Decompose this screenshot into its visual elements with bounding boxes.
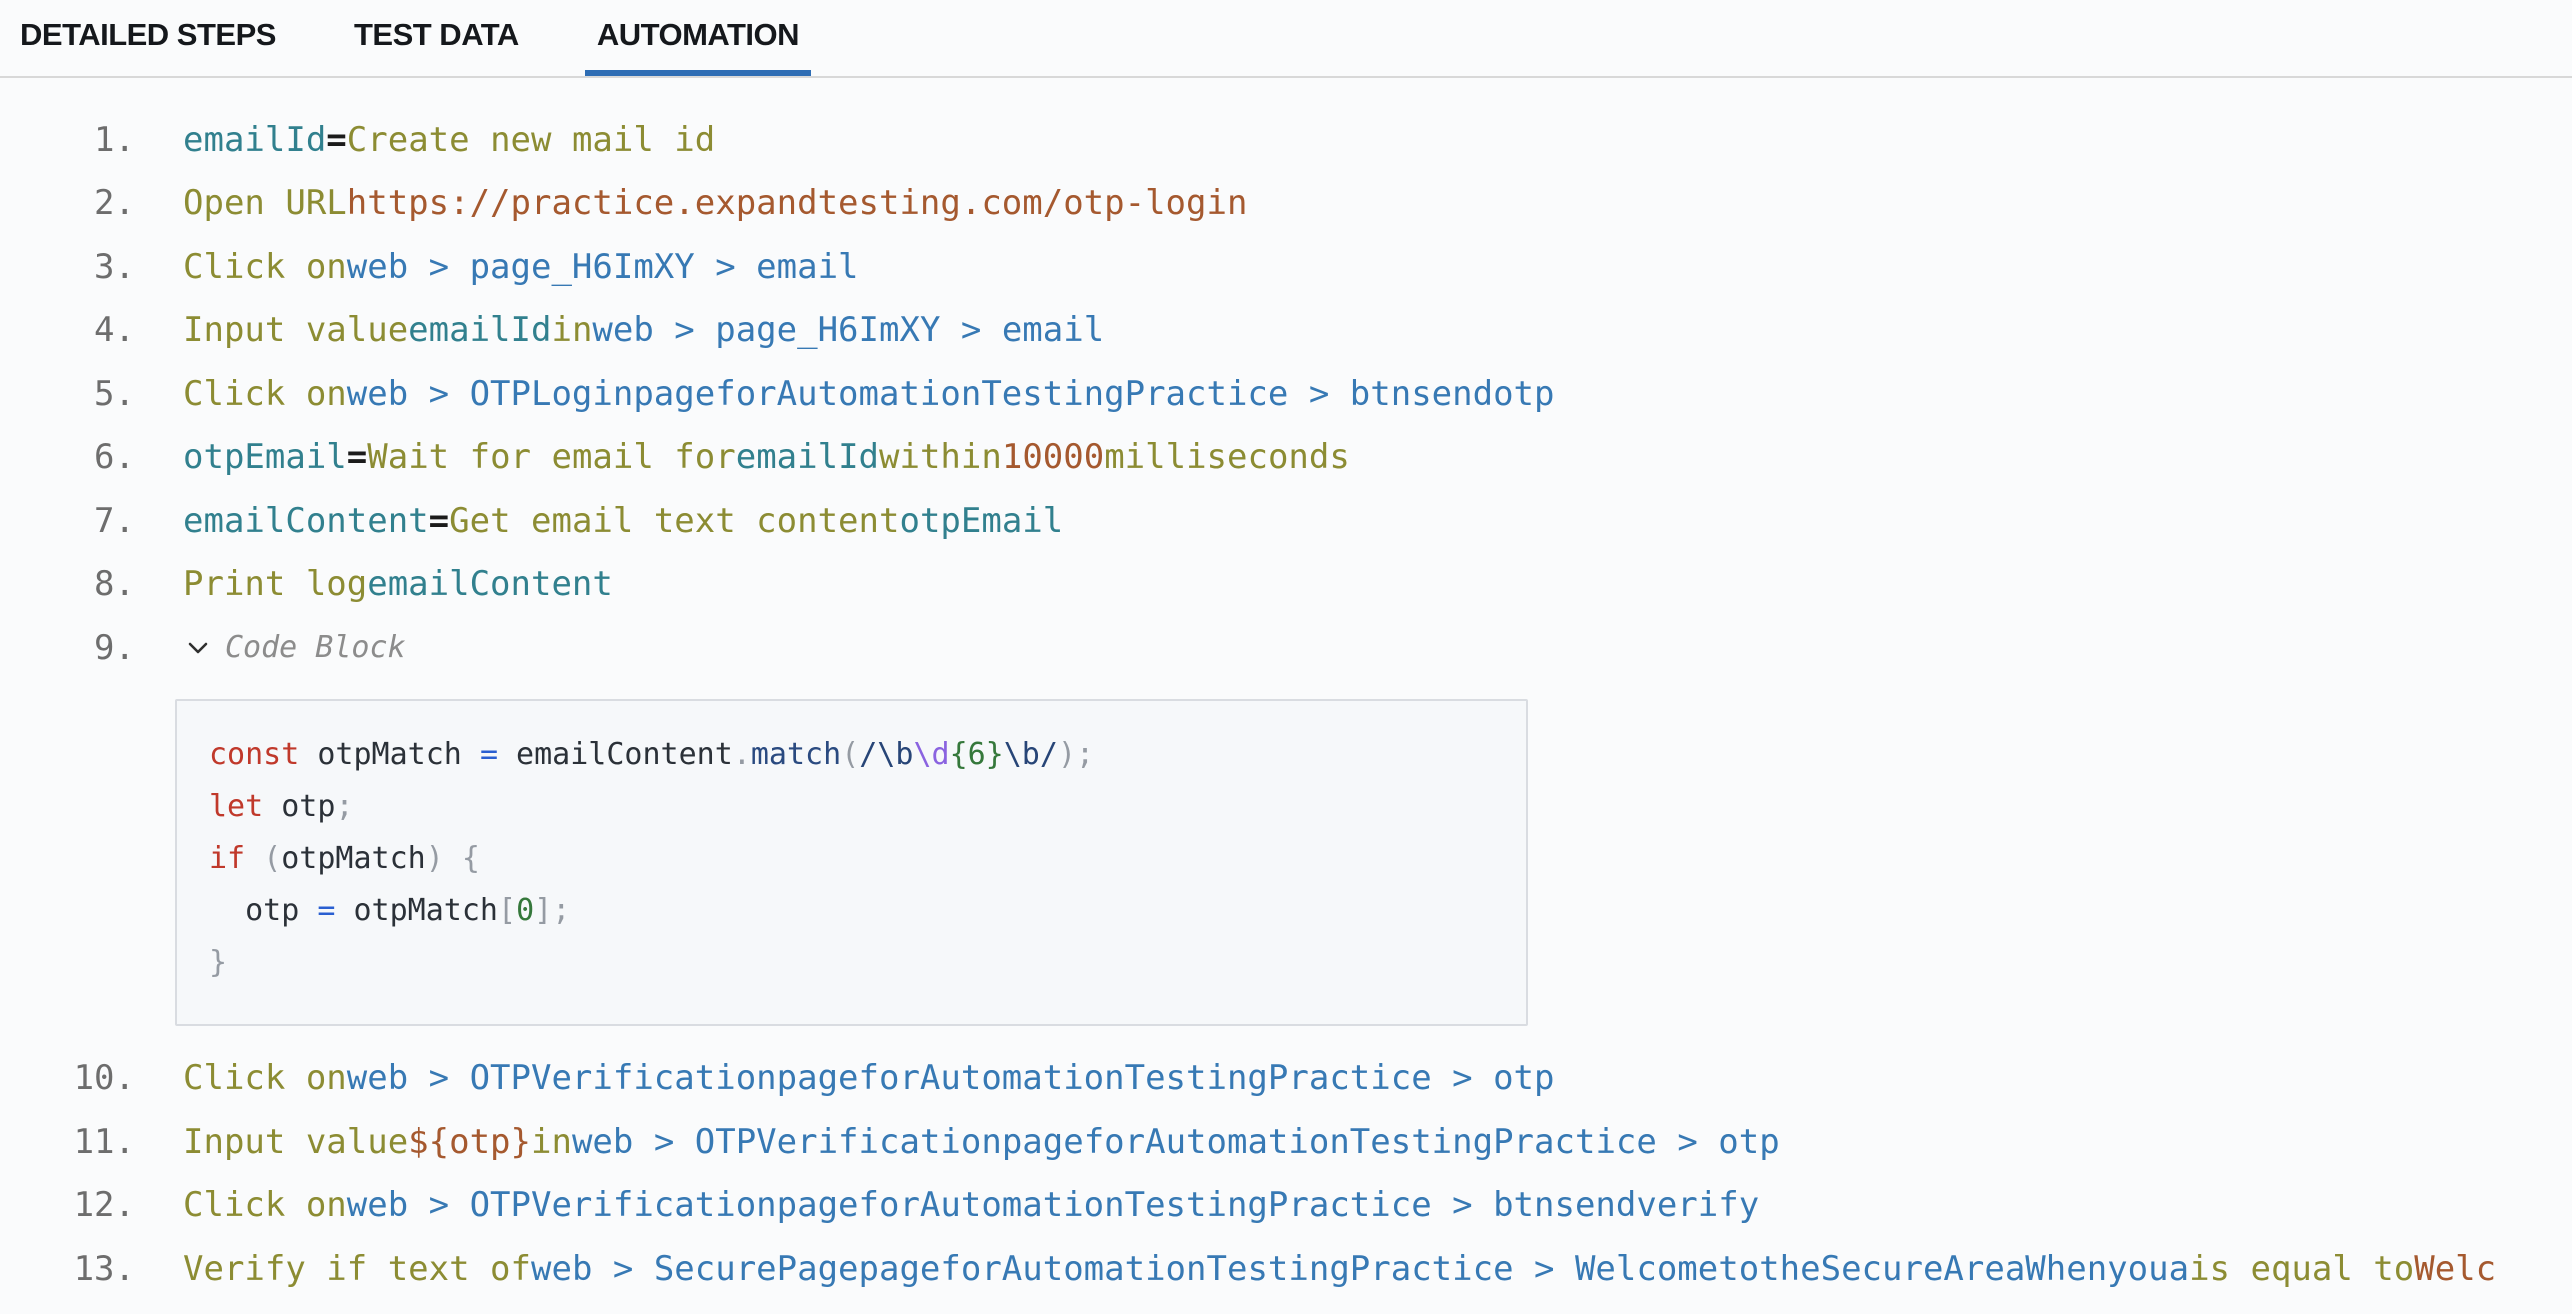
step-row-4[interactable]: 4. Input value emailId in web > page_H6Im… [0,299,2572,363]
step-number: 9. [94,627,135,668]
step-row-10[interactable]: 10. Click on web > OTPVerificationpagefor… [0,1047,2572,1111]
step-row-1[interactable]: 1. emailId = Create new mail id [0,108,2572,172]
step-number: 5. [94,373,135,414]
step-token-kw: Print log [183,564,368,605]
step-number: 10. [73,1058,135,1099]
code-block: const otpMatch = emailContent.match(/\b\… [175,698,1528,1026]
step-row-9[interactable]: 9. Code Block [0,616,2572,680]
step-row-11[interactable]: 11. Input value ${otp} in web > OTPVerifi… [0,1110,2572,1174]
step-row-7[interactable]: 7. emailContent = Get email text content … [0,489,2572,553]
step-token-var: emailId [183,119,327,160]
step-number: 8. [94,564,135,605]
step-content: emailId = Create new mail id [183,120,715,160]
step-content: Input value emailId in web > page_H6ImXY… [183,310,1104,350]
step-row-6[interactable]: 6. otpEmail = Wait for email for emailId … [0,426,2572,490]
step-token-kw: is equal to [2189,1248,2415,1289]
step-row-13[interactable]: 13. Verify if text of web > SecurePagepag… [0,1237,2572,1301]
step-token-eq: = [326,119,347,160]
tab-test-data[interactable]: TEST DATA [353,17,519,52]
step-content: Print log emailContent [183,564,613,604]
step-number: 12. [73,1185,135,1226]
step-number: 6. [94,437,135,478]
step-token-var: emailContent [183,500,429,541]
step-token-kw: Click on [183,1185,347,1226]
step-token-val: 10000 [1001,437,1105,478]
step-token-path: web > SecurePagepageforAutomationTesting… [531,1248,2190,1289]
step-token-var: otpEmail [899,500,1064,541]
code-line: if (otpMatch) { [209,840,480,876]
step-content: Verify if text of web > SecurePagepagefo… [183,1249,2496,1289]
step-number: 7. [94,500,135,541]
step-number: 2. [94,183,135,224]
step-row-5[interactable]: 5. Click on web > OTPLoginpageforAutomati… [0,362,2572,426]
step-token-path: web > page_H6ImXY > email [592,310,1105,351]
code-line: } [209,944,228,980]
step-token-var: emailId [735,437,880,478]
step-token-var: otpEmail [183,437,347,478]
chevron-down-icon[interactable] [183,633,213,663]
step-token-var: emailId [408,310,552,351]
step-token-kw: Create new mail id [346,119,716,160]
step-token-kw: in [551,310,593,351]
tab-detailed-steps[interactable]: DETAILED STEPS [20,17,276,52]
step-token-kw: Get email text content [449,500,900,541]
step-content: Open URL https://practice.expandtesting.… [183,183,1247,223]
step-token-path: web > OTPLoginpageforAutomationTestingPr… [346,373,1555,414]
step-number: 11. [73,1121,135,1162]
code-line: otp = otpMatch[0]; [209,892,571,928]
code-line: const otpMatch = emailContent.match(/\b\… [209,736,1095,772]
step-token-var: emailContent [367,564,613,605]
step-token-kw: in [531,1121,572,1162]
step-token-kw: Input value [183,310,409,351]
step-token-eq: = [428,500,450,541]
step-row-2[interactable]: 2. Open URL https://practice.expandtestin… [0,172,2572,236]
step-content: Click on web > OTPVerificationpageforAut… [183,1185,1759,1225]
step-row-8[interactable]: 8. Print log emailContent [0,553,2572,617]
step-token-kw: Click on [183,246,347,287]
step-row-3[interactable]: 3. Click on web > page_H6ImXY > email [0,235,2572,299]
step-content: Click on web > OTPVerificationpageforAut… [183,1058,1554,1098]
step-number: 4. [94,310,135,351]
step-content: emailContent = Get email text content ot… [183,501,1063,541]
step-content: Click on web > OTPLoginpageforAutomation… [183,374,1554,414]
step-token-kw: within [879,437,1002,478]
step-content: Click on web > page_H6ImXY > email [183,247,859,287]
step-content: Code Block [183,630,406,665]
step-token-kw: Verify if text of [183,1248,531,1289]
tab-bar: DETAILED STEPS TEST DATA AUTOMATION [0,0,2572,78]
step-token-val: Welc [2414,1248,2497,1289]
step-token-val: ${otp} [408,1121,531,1162]
code-line: let otp; [209,788,354,824]
step-token-kw: Open URL [183,183,347,224]
step-token-kw: Input value [183,1121,409,1162]
step-token-val: https://practice.expandtesting.com/otp-l… [346,183,1248,224]
step-token-kw: milliseconds [1104,437,1350,478]
step-content: otpEmail = Wait for email for emailId wi… [183,437,1350,477]
step-token-kw: Wait for email for [367,437,736,478]
code-block-label: Code Block [225,630,406,666]
step-number: 1. [94,119,135,160]
step-row-12[interactable]: 12. Click on web > OTPVerificationpagefor… [0,1174,2572,1238]
tab-automation[interactable]: AUTOMATION [584,0,812,76]
step-token-path: web > OTPVerificationpageforAutomationTe… [346,1058,1555,1099]
step-token-path: web > page_H6ImXY > email [346,246,859,287]
automation-steps-list: 1. emailId = Create new mail id 2. Open URL… [0,78,2572,1301]
step-token-path: web > OTPVerificationpageforAutomationTe… [571,1121,1780,1162]
step-token-kw: Click on [183,373,347,414]
step-number: 3. [94,246,135,287]
step-content: Input value ${otp} in web > OTPVerificat… [183,1122,1780,1162]
step-token-kw: Click on [183,1058,347,1099]
step-token-path: web > OTPVerificationpageforAutomationTe… [346,1185,1760,1226]
step-number: 13. [73,1248,135,1289]
step-token-eq: = [346,437,368,478]
